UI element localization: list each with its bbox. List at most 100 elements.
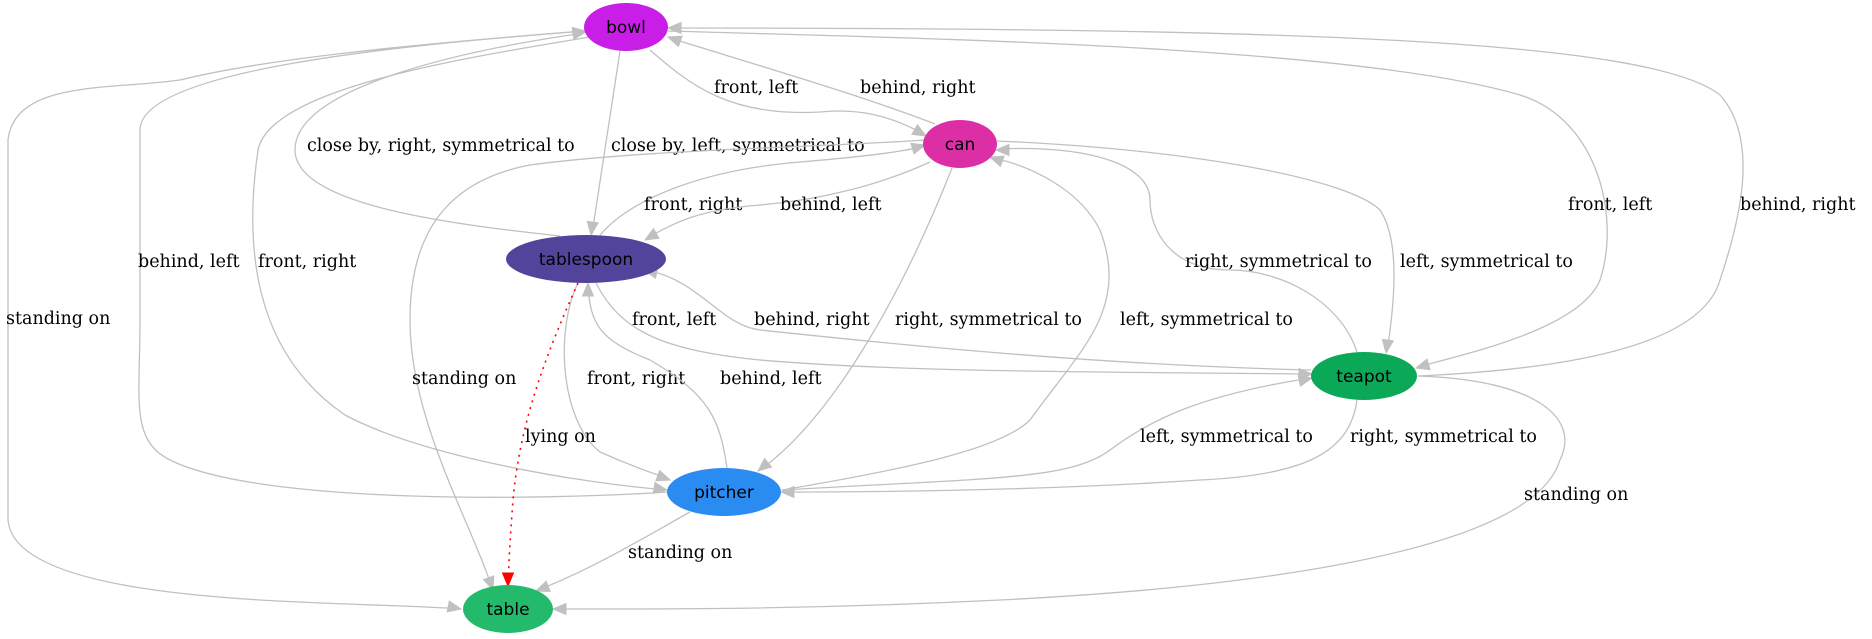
edge-line [7,30,586,610]
arrowhead [666,35,683,48]
edge-label: behind, left [780,195,882,215]
arrowhead [1414,358,1431,371]
node-label: table [486,600,529,620]
arrowhead [551,602,567,616]
arrowhead [988,155,1005,168]
edge-line [595,282,1312,375]
node-shape [1311,352,1417,400]
edge-label: left, symmetrical to [1140,427,1313,447]
edge-pitcher-to-can: left, symmetrical to [781,157,1293,491]
edge-line [781,157,1110,491]
edge-line [409,139,928,589]
edge-can-to-pitcher: right, symmetrical to [759,167,1082,471]
edge-bowl-to-table: standing on [6,30,586,610]
edge-line [669,37,936,125]
node-tablespoon[interactable]: tablespoon [506,235,666,283]
arrowhead [501,572,515,588]
arrowhead [911,123,928,137]
arrowhead [779,485,795,499]
edge-label: behind, right [754,310,870,330]
edge-bowl-to-teapot: front, left [667,30,1652,368]
edge-line [563,282,669,480]
edge-line [138,30,669,498]
node-shape [506,235,666,283]
edge-line [294,32,585,237]
arrowhead [652,481,669,495]
arrowhead [581,281,595,297]
edge-teapot-to-tablespoon: behind, right [645,269,1312,371]
edge-line [591,50,621,235]
arrowhead [666,21,682,35]
edge-tablespoon-to-teapot: front, left [595,282,1312,375]
edge-bowl-to-pitcher: front, right [252,36,668,491]
edge-teapot-to-bowl: behind, right [669,27,1856,377]
edge-can-to-bowl: behind, right [669,37,976,125]
edge-bowl-to-tablespoon: close by, left, symmetrical to [591,50,865,235]
node-bowl[interactable]: bowl [584,3,668,51]
node-teapot[interactable]: teapot [1311,352,1417,400]
arrowhead [655,469,672,482]
edge-label: front, right [587,369,685,389]
edge-line [553,375,1566,610]
node-label: can [945,135,976,155]
node-pitcher[interactable]: pitcher [667,468,781,516]
edge-line [759,167,953,471]
edge-line [507,282,579,586]
edge-label: standing on [412,369,516,389]
edge-can-to-teapot: left, symmetrical to [996,140,1573,353]
node-label: bowl [606,18,646,38]
arrowhead [910,142,927,155]
arrowhead [446,600,463,613]
edge-teapot-to-pitcher: right, symmetrical to [781,399,1537,493]
edge-line [587,283,728,469]
edge-can-to-table: standing on [409,139,928,589]
edge-pitcher-to-table: standing on [537,511,732,591]
edge-label: front, right [644,195,742,215]
edge-label: standing on [1524,485,1628,505]
edge-teapot-to-can: right, symmetrical to [997,147,1372,353]
edge-label: behind, right [1740,195,1856,215]
edge-line [646,161,931,239]
arrowhead [482,575,495,592]
edge-line [781,399,1358,493]
edge-teapot-to-table: standing on [553,375,1628,610]
edge-tablespoon-to-bowl: close by, right, symmetrical to [294,32,585,237]
edge-label: front, left [714,78,798,98]
node-shape [923,120,997,168]
edge-label: standing on [628,543,732,563]
edge-label: front, right [258,252,356,272]
arrowhead [643,227,660,241]
node-label: tablespoon [539,250,633,270]
edge-line [649,49,925,135]
node-can[interactable]: can [923,120,997,168]
edge-label: close by, right, symmetrical to [307,136,575,156]
edge-line [781,377,1312,491]
arrowhead [586,220,599,237]
node-shape [463,585,553,633]
edge-pitcher-to-tablespoon: behind, left [587,283,822,469]
edge-label: front, left [632,310,716,330]
edge-bowl-to-can: front, left [649,49,925,135]
edge-label: right, symmetrical to [1185,252,1372,272]
edge-label: lying on [525,427,596,447]
edge-line [669,27,1744,377]
edge-line [599,145,924,236]
arrowhead [994,143,1010,157]
edge-label: left, symmetrical to [1120,310,1293,330]
edge-pitcher-to-teapot: left, symmetrical to [781,377,1313,491]
edge-line [645,269,1312,371]
edge-label: close by, left, symmetrical to [611,136,865,156]
edge-label: right, symmetrical to [1350,427,1537,447]
edge-label: behind, right [860,78,976,98]
edge-line [997,147,1358,353]
arrowhead [1381,338,1395,355]
arrowhead [571,26,588,40]
arrowhead [1297,374,1314,387]
edge-line [537,511,691,591]
edge-line [996,140,1395,353]
edge-pitcher-to-bowl: behind, left [138,30,669,498]
node-label: teapot [1336,367,1392,387]
node-table[interactable]: table [463,585,553,633]
edge-line [667,30,1608,368]
